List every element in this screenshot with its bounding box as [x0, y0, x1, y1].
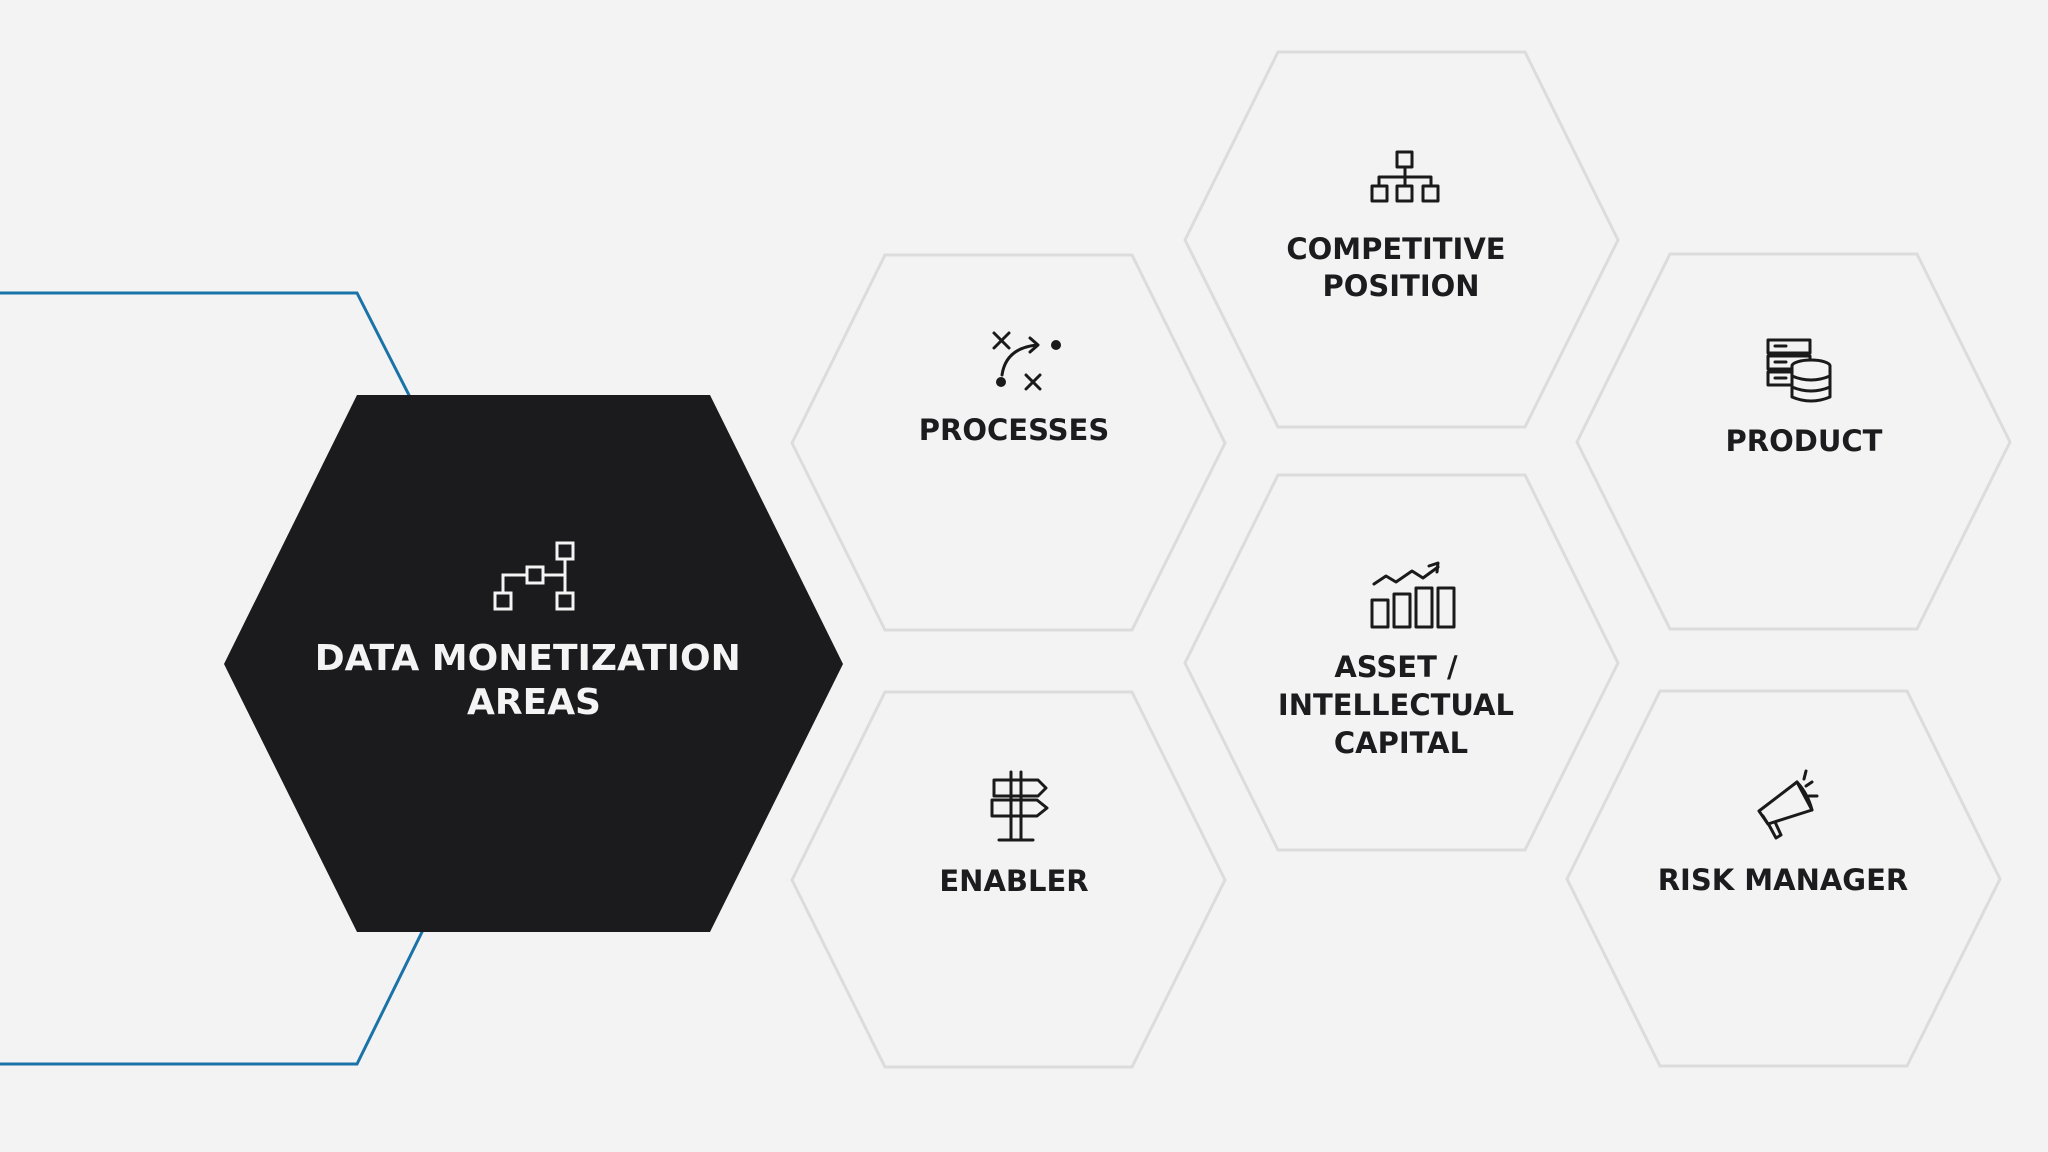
area-product-label: PRODUCT: [1726, 424, 1883, 458]
area-asset-label-line-1: ASSET /: [1334, 650, 1458, 684]
svg-text:RISK MANAGER: RISK MANAGER: [1658, 863, 1909, 897]
svg-text:ENABLER: ENABLER: [939, 864, 1088, 898]
area-processes: PROCESSES: [790, 253, 1227, 632]
center-hexagon: DATA MONETIZATION AREAS: [224, 395, 843, 932]
svg-text:COMPETITIVE POSITION: COMPETITIVE POSITION: [1286, 232, 1515, 303]
area-competitive-position-label-line-2: POSITION: [1322, 269, 1479, 303]
area-product-hexagon: [1575, 252, 2012, 631]
server-database-icon: [1766, 338, 1832, 403]
area-product: PRODUCT: [1575, 252, 2012, 631]
signpost-icon: [990, 770, 1049, 842]
svg-text:DATA MONETIZATION AREAS: DATA MONETIZATION AREAS: [315, 638, 754, 723]
center-hexagon-shape: [224, 395, 843, 932]
org-chart-icon: [1370, 150, 1440, 203]
area-processes-hexagon: [790, 253, 1227, 632]
svg-text:ASSET / INTELLECTUAL: ASSET / INTELLECTUAL CAPITAL: [1278, 650, 1524, 760]
center-title-line-1: DATA MONETIZATION: [315, 638, 741, 679]
megaphone-icon: [1757, 769, 1819, 840]
center-title-line-2: AREAS: [467, 682, 601, 723]
area-risk-manager-label: RISK MANAGER: [1658, 863, 1909, 897]
svg-text:PROCESSES: PROCESSES: [919, 413, 1110, 447]
area-competitive-position: COMPETITIVE POSITION: [1183, 50, 1620, 429]
area-risk-manager-hexagon: [1565, 689, 2002, 1068]
area-enabler-hexagon: [790, 690, 1227, 1069]
growth-chart-icon: [1370, 561, 1456, 629]
area-asset-label-line-3: CAPITAL: [1334, 726, 1468, 760]
area-competitive-position-hexagon: [1183, 50, 1620, 429]
svg-text:PRODUCT: PRODUCT: [1726, 424, 1883, 458]
area-asset-intellectual-capital: ASSET / INTELLECTUAL CAPITAL: [1183, 473, 1620, 852]
flowchart-icon: [493, 541, 575, 611]
area-competitive-position-label-line-1: COMPETITIVE: [1286, 232, 1505, 266]
area-asset-intellectual-capital-hexagon: [1183, 473, 1620, 852]
area-enabler-label: ENABLER: [939, 864, 1088, 898]
area-enabler: ENABLER: [790, 690, 1227, 1069]
area-risk-manager: RISK MANAGER: [1565, 689, 2002, 1068]
area-asset-label-line-2: INTELLECTUAL: [1278, 688, 1514, 722]
area-processes-label: PROCESSES: [919, 413, 1110, 447]
strategy-play-icon: [992, 331, 1061, 391]
